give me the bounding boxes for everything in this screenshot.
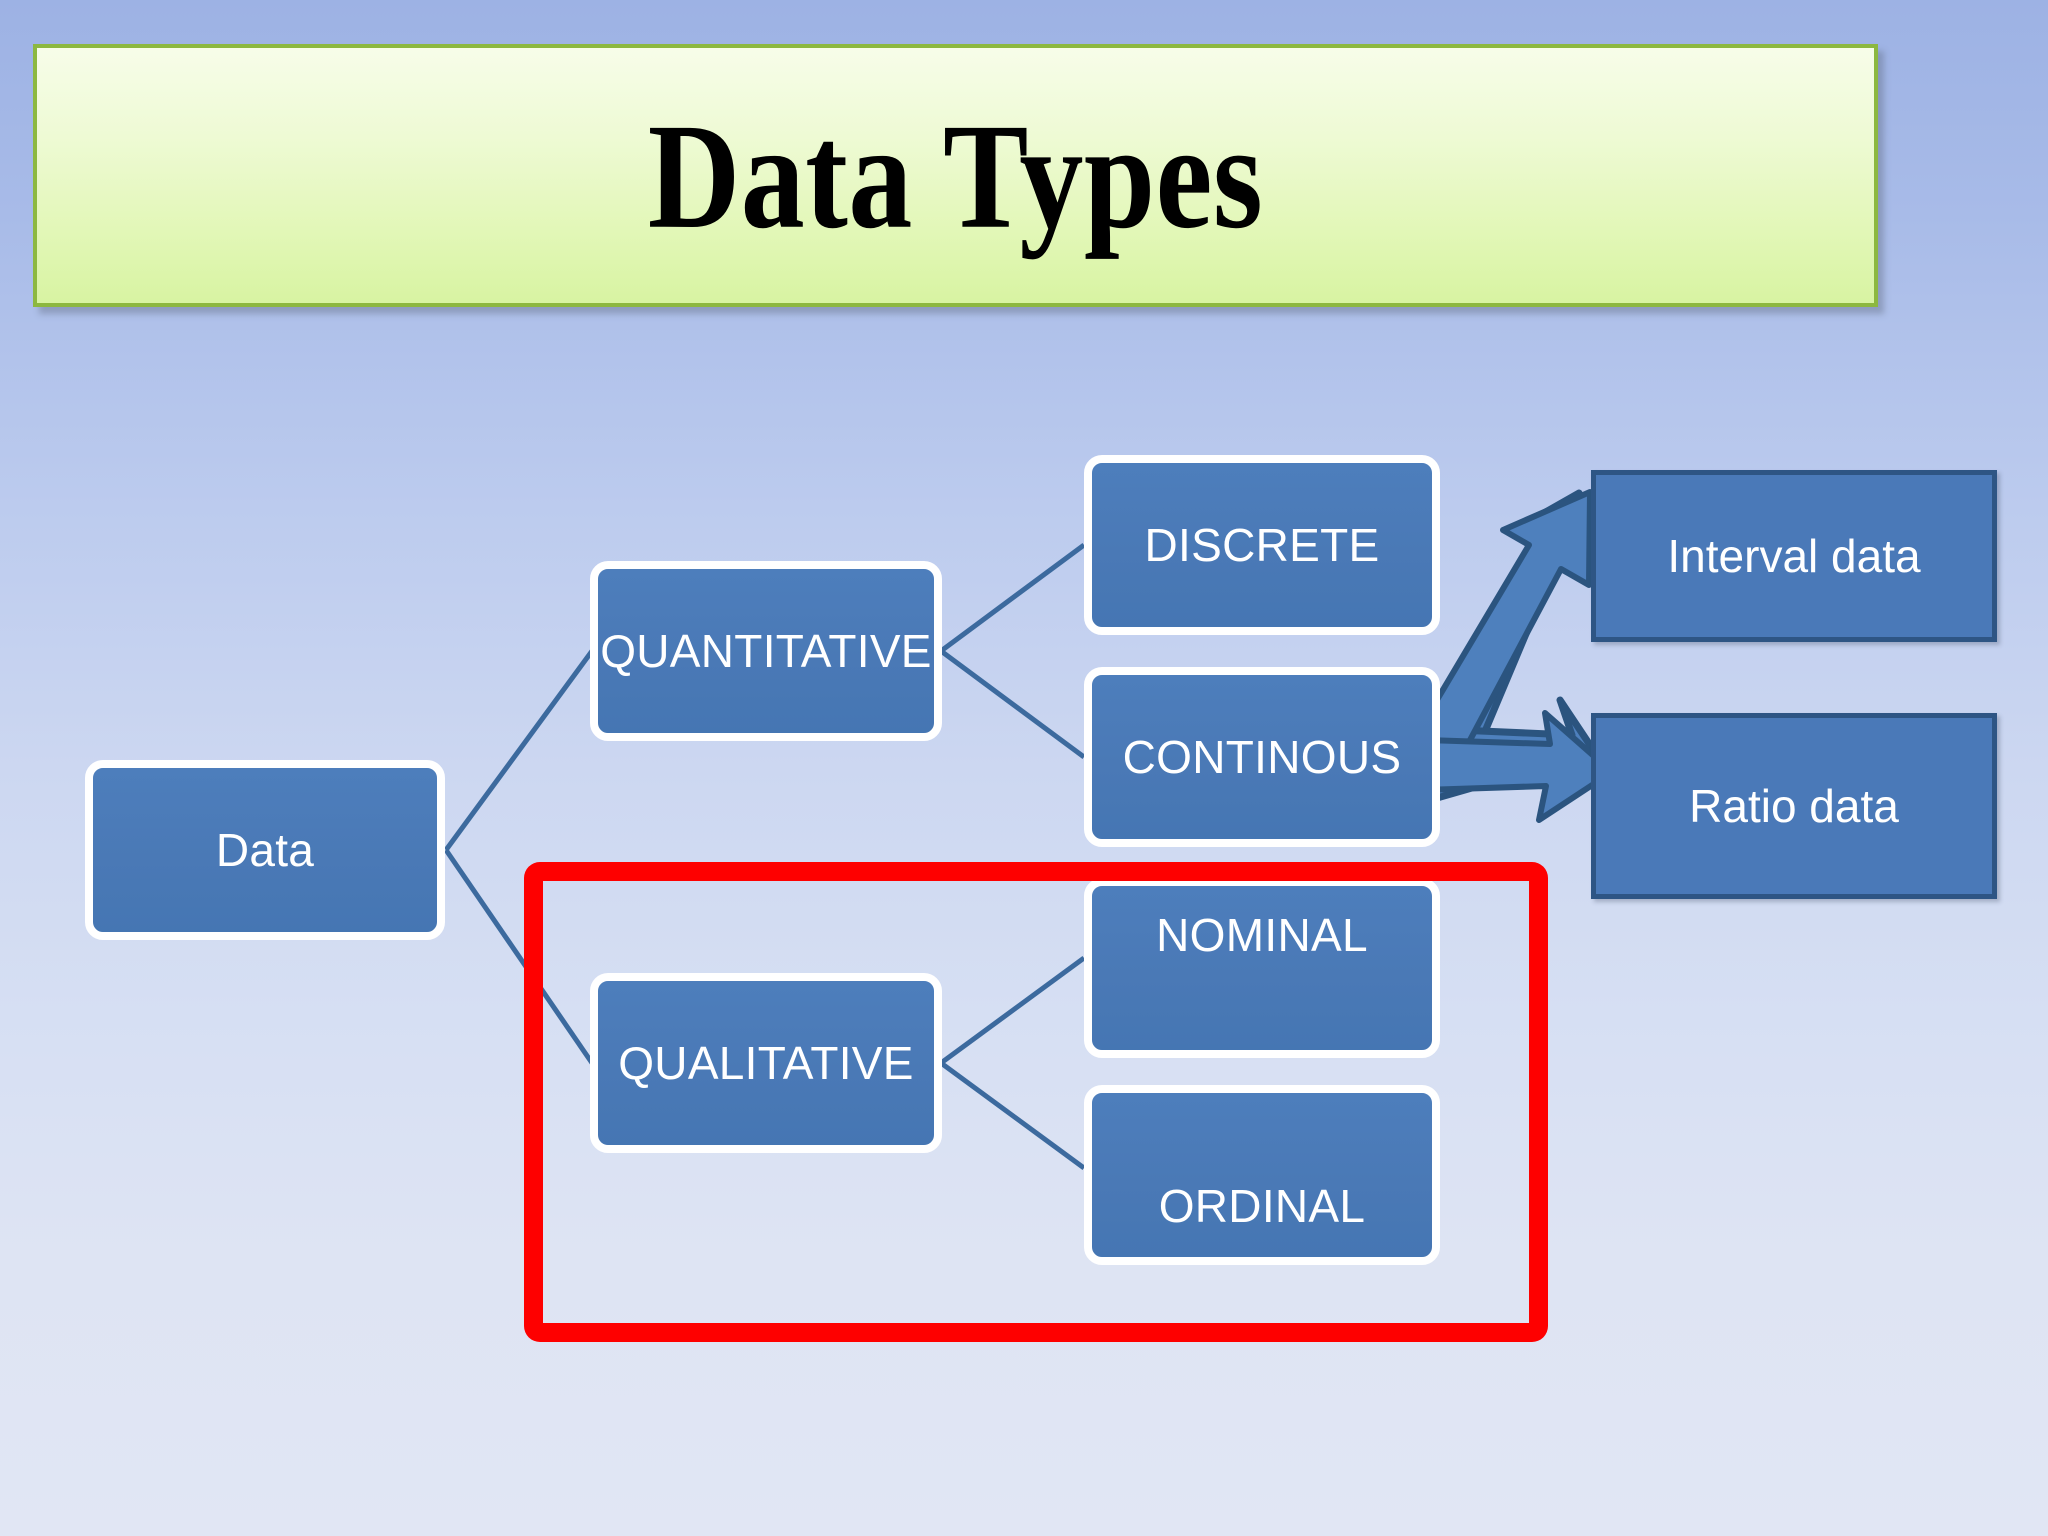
node-ratio-data-label: Ratio data xyxy=(1689,780,1899,832)
node-qualitative-label: QUALITATIVE xyxy=(618,1037,914,1089)
edge-qualitative-ordinal xyxy=(939,1060,1086,1171)
node-continous[interactable]: CONTINOUS xyxy=(1084,667,1440,847)
node-data[interactable]: Data xyxy=(85,760,445,940)
edge-quantitative-discrete xyxy=(939,542,1086,654)
block-arrow-to-ratio xyxy=(1419,696,1604,804)
node-quantitative-label: QUANTITATIVE xyxy=(600,625,932,677)
title-box: Data Types xyxy=(33,44,1878,307)
node-nominal[interactable]: NOMINAL xyxy=(1084,878,1440,1058)
node-nominal-label: NOMINAL xyxy=(1156,909,1368,961)
node-discrete[interactable]: DISCRETE xyxy=(1084,455,1440,635)
node-ordinal-label: ORDINAL xyxy=(1158,1180,1366,1232)
edge-quantitative-continous xyxy=(939,648,1086,760)
node-qualitative[interactable]: QUALITATIVE xyxy=(590,973,942,1153)
node-ratio-data[interactable]: Ratio data xyxy=(1591,713,1997,899)
node-ordinal[interactable]: ORDINAL xyxy=(1084,1085,1440,1265)
node-interval-data[interactable]: Interval data xyxy=(1591,470,1997,642)
block-arrow-to-interval xyxy=(1420,489,1590,790)
node-quantitative[interactable]: QUANTITATIVE xyxy=(590,561,942,741)
page-title: Data Types xyxy=(647,91,1264,260)
node-interval-data-label: Interval data xyxy=(1667,530,1921,582)
node-continous-label: CONTINOUS xyxy=(1122,731,1402,783)
edge-data-qualitative xyxy=(443,848,595,1065)
node-data-label: Data xyxy=(215,824,315,876)
edge-data-quantitative xyxy=(443,649,595,852)
edge-qualitative-nominal xyxy=(939,955,1086,1066)
node-discrete-label: DISCRETE xyxy=(1144,519,1380,571)
